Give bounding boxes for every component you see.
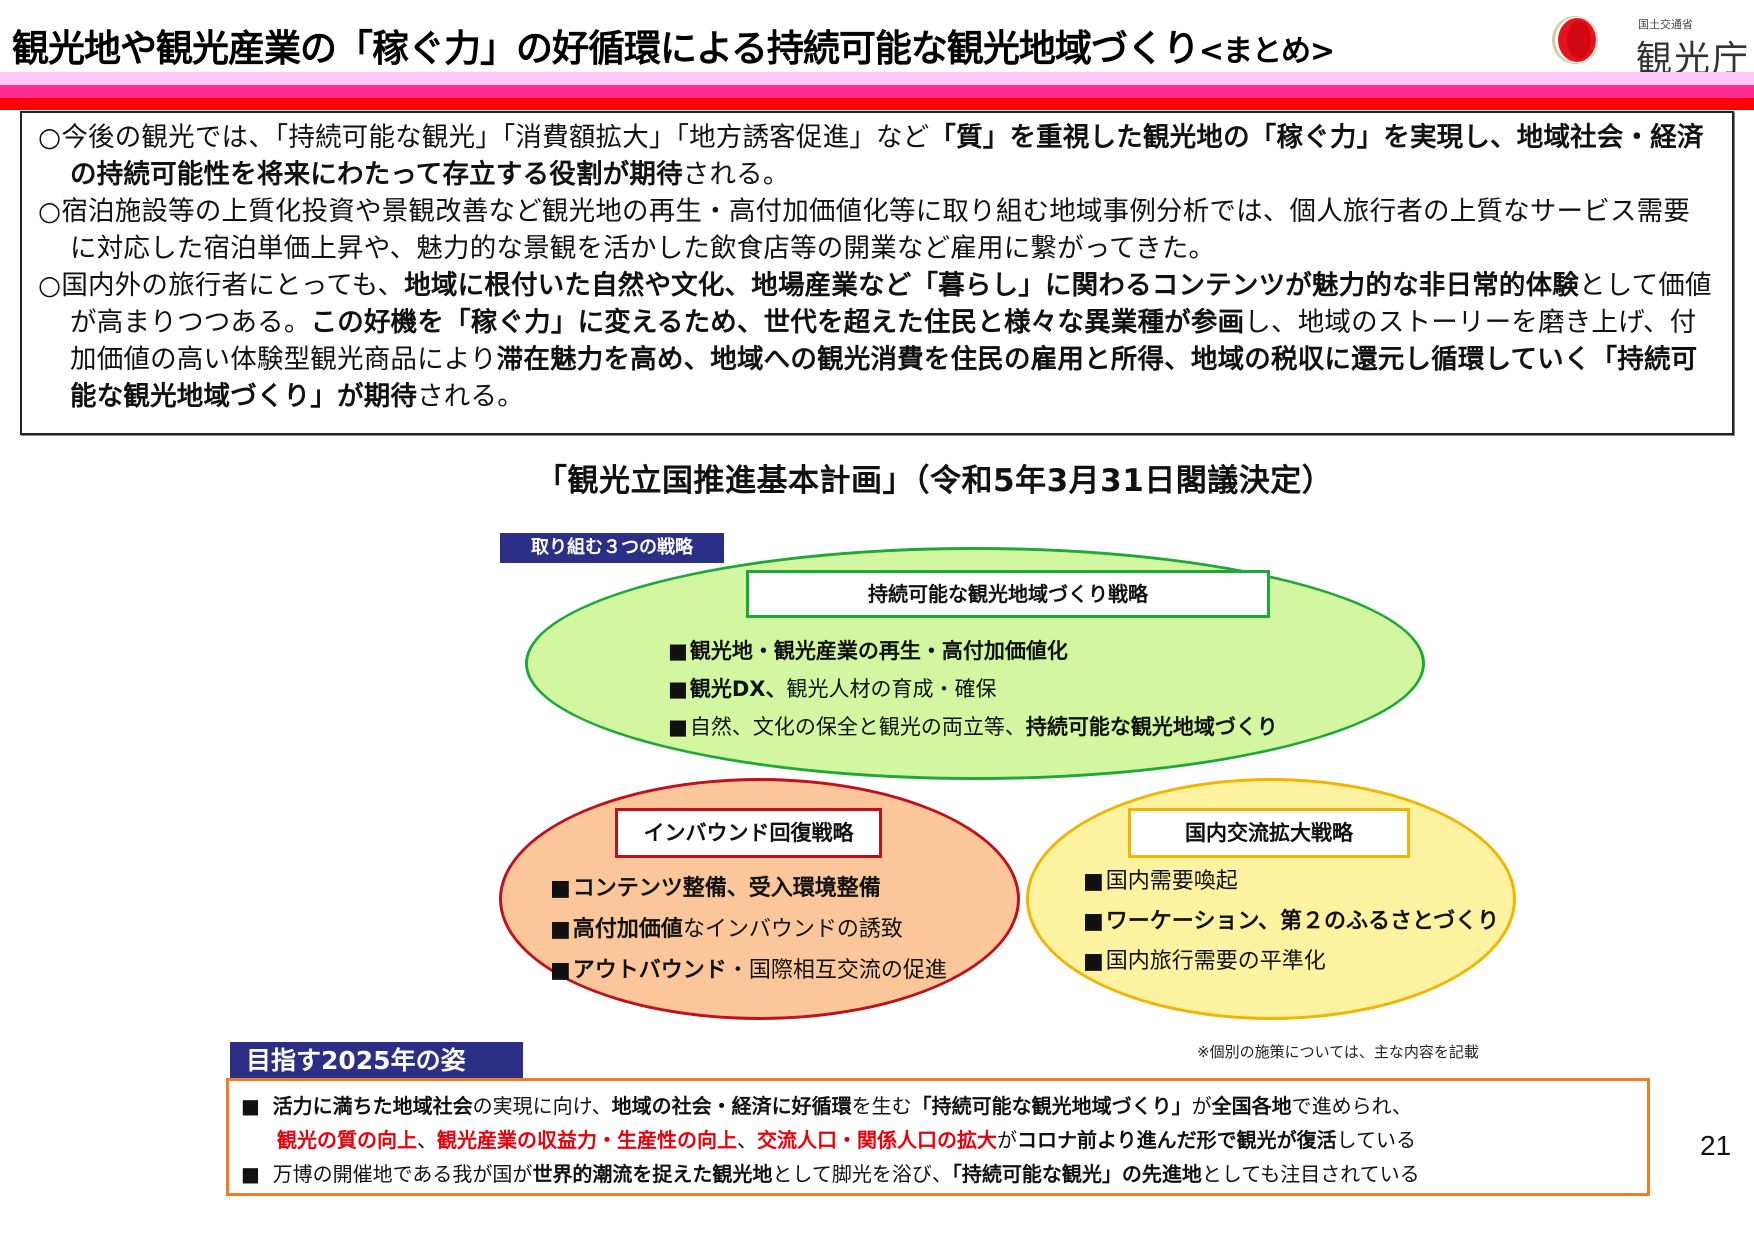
- summary-text: し、地域のストーリーを磨き上げ、付加価値の高い体験型観光商品により: [70, 307, 1697, 375]
- summary-emphasis: 地域に根付いた自然や文化、地場産業など「暮らし」に関わるコンテンツが魅力的な非日…: [404, 270, 1579, 301]
- strategy-item: 自然、文化の保全と観光の両立等、持続可能な観光地域づくり: [668, 708, 1278, 746]
- summary-box: ○今後の観光では、「持続可能な観光」「消費額拡大」「地方誘客促進」など「質」を重…: [20, 111, 1734, 435]
- summary-text: として価値が高まりつつある。: [70, 270, 1712, 338]
- summary-text: される。: [682, 159, 790, 190]
- strategy-item: ワーケーション、第２のふるさとづくり: [1083, 902, 1499, 942]
- goal-text: が: [1191, 1094, 1212, 1118]
- goal-text: の実現に向け、: [472, 1094, 612, 1118]
- item-text: 国内旅行需要の平準化: [1105, 949, 1326, 974]
- goal-text: で進められ、: [1291, 1094, 1412, 1118]
- logo-subtitle: 国土交通省: [1638, 18, 1693, 31]
- summary-paragraph-1: ○今後の観光では、「持続可能な観光」「消費額拡大」「地方誘客促進」など「質」を重…: [38, 119, 1716, 193]
- goal-emphasis: 世界的潮流を捉えた観光地: [532, 1162, 773, 1186]
- strategy-item: コンテンツ整備、受入環境整備: [550, 868, 947, 909]
- goal-highlight: 観光産業の収益力・生産性の向上: [437, 1128, 737, 1152]
- goal-text: として脚光を浴び、: [772, 1162, 952, 1186]
- summary-emphasis: 「質」を重視した観光地の「稼ぐ力」を実現し、地域社会・経済の持続可能性を将来にわ…: [70, 122, 1704, 190]
- item-text: ・国際相互交流の促進: [726, 958, 947, 983]
- goal-text: としても注目されている: [1201, 1162, 1420, 1186]
- goal-emphasis: コロナ前より進んだ形で観光が復活: [1017, 1128, 1337, 1152]
- inbound-strategy-items: コンテンツ整備、受入環境整備 高付加価値なインバウンドの誘致 アウトバウンド・国…: [550, 868, 947, 991]
- strategy-item: 高付加価値なインバウンドの誘致: [550, 909, 947, 950]
- strategy-item: 観光DX、観光人材の育成・確保: [668, 670, 1278, 708]
- goal-text: が: [997, 1128, 1017, 1152]
- goal-text: 、: [417, 1128, 437, 1152]
- goal-emphasis: 「持続可能な観光地域づくり」: [911, 1094, 1192, 1118]
- summary-emphasis: この好機を「稼ぐ力」に変えるため、世代を超えた住民と様々な異業種が参画: [310, 307, 1245, 338]
- goal-text: を生む: [851, 1094, 912, 1118]
- summary-text: ○今後の観光では、「持続可能な観光」「消費額拡大」「地方誘客促進」など: [38, 122, 930, 153]
- page-title: 観光地や観光産業の「稼ぐ力」の好循環による持続可能な観光地域づくり<まとめ>: [12, 18, 1335, 74]
- item-bold: アウトバウンド: [572, 958, 727, 983]
- plan-title: 「観光立国推進基本計画」（令和5年3月31日閣議決定）: [536, 463, 1334, 499]
- summary-emphasis: 滞在魅力を高め、地域への観光消費を住民の雇用と所得、地域の税収に還元し循環してい…: [70, 344, 1698, 412]
- goal-line-2: 観光の質の向上、観光産業の収益力・生産性の向上、交流人口・関係人口の拡大がコロナ…: [241, 1123, 1647, 1157]
- strategy-item: 国内需要喚起: [1083, 862, 1499, 902]
- item-bold: 観光DX、: [689, 677, 787, 701]
- goal-line-1: ■ 活力に満ちた地域社会の実現に向け、地域の社会・経済に好循環を生む「持続可能な…: [241, 1094, 1412, 1118]
- summary-text: ○宿泊施設等の上質化投資や景観改善など観光地の再生・高付加価値化等に取り組む地域…: [38, 196, 1691, 264]
- strategy-item: 国内旅行需要の平準化: [1083, 942, 1499, 982]
- item-bold: 高付加価値: [572, 917, 683, 942]
- page-title-suffix: <まとめ>: [1198, 34, 1335, 69]
- logo-circle-icon: [1552, 16, 1598, 64]
- goal-highlight: 観光の質の向上: [277, 1128, 417, 1152]
- item-bold: 持続可能な観光地域づくり: [1025, 715, 1278, 739]
- header-stripe-pink-light: [0, 72, 1754, 85]
- item-text: 国内需要喚起: [1105, 869, 1238, 894]
- strategy-item: 観光地・観光産業の再生・高付加価値化: [668, 632, 1278, 670]
- summary-text: される。: [417, 381, 524, 412]
- summary-paragraph-2: ○宿泊施設等の上質化投資や景観改善など観光地の再生・高付加価値化等に取り組む地域…: [38, 193, 1716, 267]
- goal-highlight: 交流人口・関係人口の拡大: [757, 1128, 997, 1152]
- goal-box: ■ 活力に満ちた地域社会の実現に向け、地域の社会・経済に好循環を生む「持続可能な…: [226, 1078, 1650, 1196]
- item-text: 観光人材の育成・確保: [786, 677, 997, 701]
- item-text: なインバウンドの誘致: [682, 917, 903, 942]
- item-bold: 観光地・観光産業の再生・高付加価値化: [689, 639, 1068, 663]
- goal-text: 、: [737, 1128, 757, 1152]
- header-stripe-pink: [0, 85, 1754, 98]
- strategy-tag: 取り組む３つの戦略: [500, 533, 724, 563]
- inbound-strategy-label: インバウンド回復戦略: [615, 808, 882, 858]
- goal-emphasis: 活力に満ちた地域社会: [272, 1094, 473, 1118]
- sustainable-strategy-label: 持続可能な観光地域づくり戦略: [746, 570, 1270, 618]
- sustainable-strategy-items: 観光地・観光産業の再生・高付加価値化 観光DX、観光人材の育成・確保 自然、文化…: [668, 632, 1278, 746]
- goal-line-3: ■ 万博の開催地である我が国が世界的潮流を捉えた観光地として脚光を浴び、「持続可…: [241, 1162, 1420, 1186]
- goal-text: 万博の開催地である我が国が: [272, 1162, 533, 1186]
- item-bold: コンテンツ整備、受入環境整備: [572, 876, 881, 901]
- goal-emphasis: 全国各地: [1211, 1094, 1292, 1118]
- item-bold: ワーケーション、第２のふるさとづくり: [1105, 909, 1500, 934]
- summary-paragraph-3: ○国内外の旅行者にとっても、地域に根付いた自然や文化、地場産業など「暮らし」に関…: [38, 267, 1716, 415]
- summary-text: ○国内外の旅行者にとっても、: [38, 270, 405, 301]
- page-title-main: 観光地や観光産業の「稼ぐ力」の好循環による持続可能な観光地域づくり: [12, 27, 1200, 70]
- header-stripe-red: [0, 98, 1754, 110]
- tourism-agency-logo: 国土交通省 観光庁: [1540, 8, 1754, 80]
- page-number: 21: [1700, 1130, 1732, 1161]
- domestic-strategy-label: 国内交流拡大戦略: [1128, 808, 1410, 858]
- item-text: 自然、文化の保全と観光の両立等、: [689, 715, 1026, 739]
- goal-emphasis: 「持続可能な観光」の先進地: [951, 1162, 1202, 1186]
- goal-emphasis: 地域の社会・経済に好循環: [611, 1094, 852, 1118]
- goal-tag: 目指す2025年の姿: [230, 1042, 523, 1080]
- strategy-item: アウトバウンド・国際相互交流の促進: [550, 950, 947, 991]
- goal-text: している: [1336, 1128, 1417, 1152]
- domestic-strategy-items: 国内需要喚起 ワーケーション、第２のふるさとづくり 国内旅行需要の平準化: [1083, 862, 1499, 982]
- footnote: ※個別の施策については、主な内容を記載: [1197, 1043, 1479, 1061]
